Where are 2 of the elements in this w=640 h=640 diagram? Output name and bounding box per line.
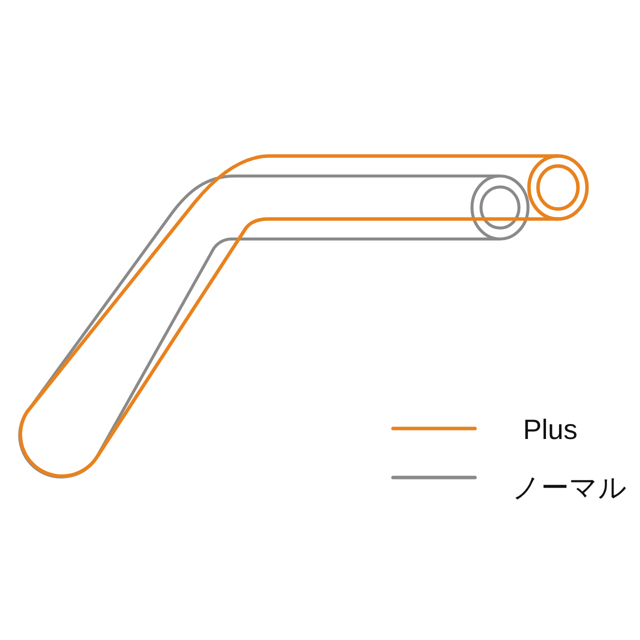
legend-label: ノーマル <box>512 474 627 502</box>
legend-label: Plus <box>523 416 578 444</box>
